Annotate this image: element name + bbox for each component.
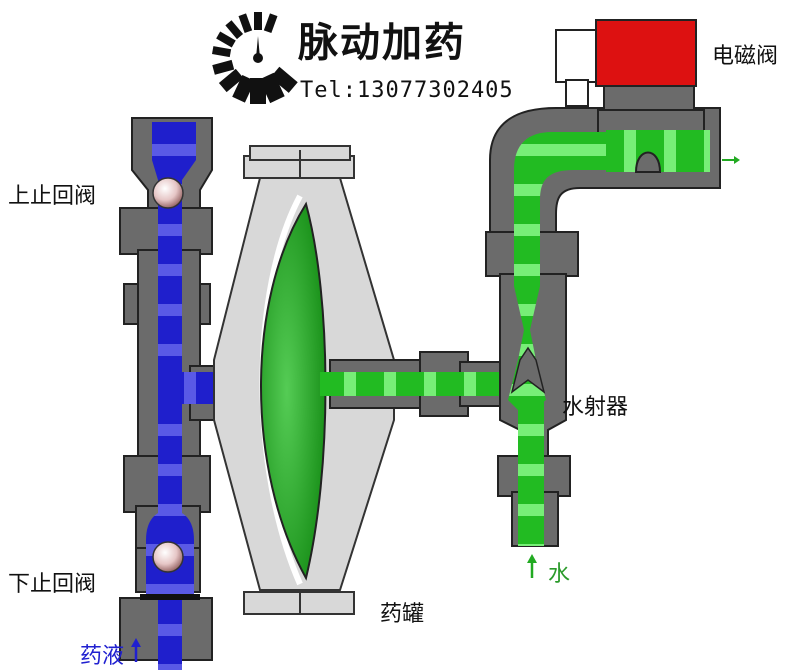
ejector-assembly: [485, 85, 721, 547]
up-arrow-icon: [131, 638, 141, 662]
upper-check-valve-label: 上止回阀: [8, 184, 97, 209]
chemical-inlet-label: 药液: [80, 644, 125, 669]
solenoid-valve-label: 电磁阀: [712, 44, 779, 69]
telephone: Tel:13077302405: [300, 78, 514, 103]
upper-check-ball: [152, 177, 184, 209]
tank-label: 药罐: [380, 602, 425, 627]
ejector-label: 水射器: [562, 395, 629, 420]
lower-check-valve-label: 下止回阀: [8, 572, 97, 597]
lower-check-ball: [152, 541, 184, 573]
tank-body: [213, 145, 395, 615]
up-arrow-icon: [527, 554, 537, 578]
chemical-pipe-column: [119, 117, 268, 670]
pulse-dial-icon: [212, 12, 298, 104]
right-arrow-icon: [722, 156, 740, 164]
solenoid-valve: [555, 19, 697, 107]
solenoid-coil: [595, 19, 697, 87]
water-inlet-label: 水: [548, 562, 571, 587]
diaphragm-membrane: [260, 201, 327, 581]
page-title: 脉动加药: [298, 20, 466, 66]
